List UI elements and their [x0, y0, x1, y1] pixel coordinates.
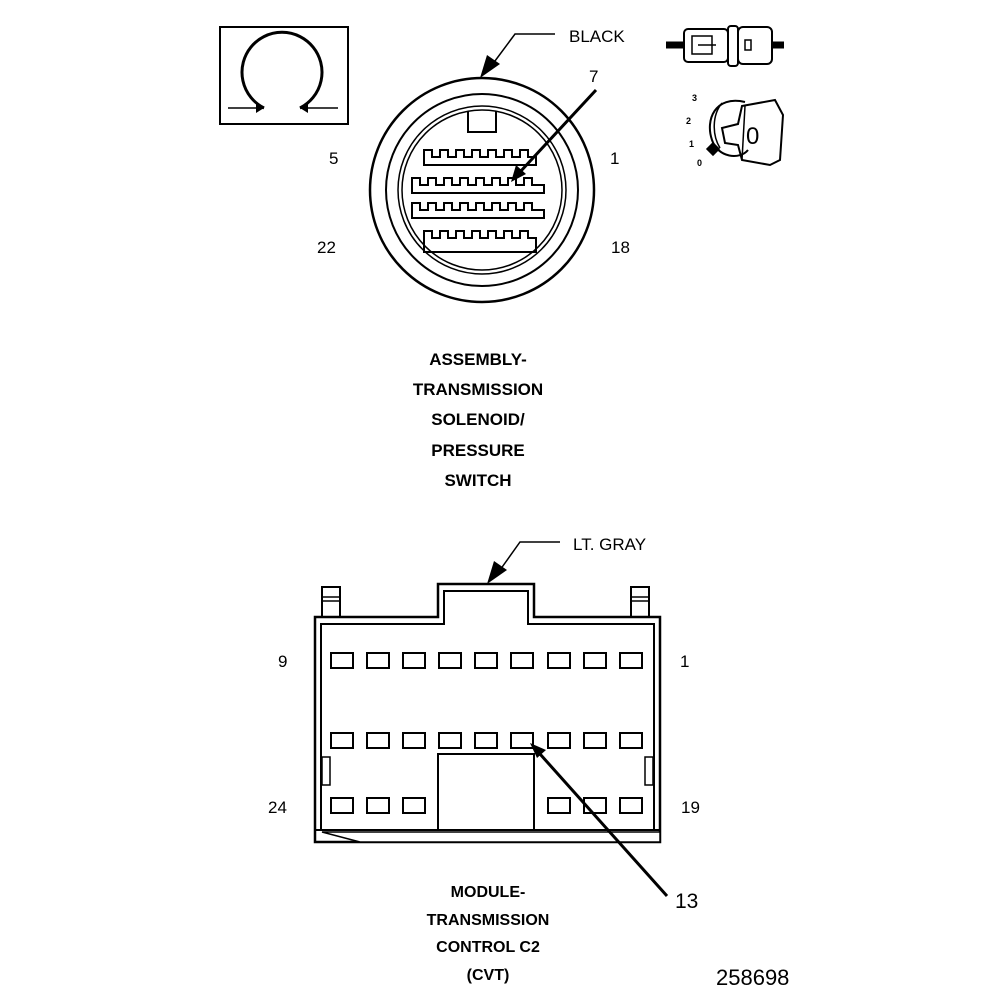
figure-number: 258698	[716, 965, 789, 990]
connector2-pin-top-left: 9	[278, 652, 287, 671]
key-switch-icon: 3 2 1 0 0	[686, 93, 785, 168]
tcm-connector	[313, 582, 662, 844]
solenoid-connector	[368, 76, 596, 304]
connector1-pin-top-right: 1	[610, 149, 619, 168]
connector2-title-line: CONTROL C2	[436, 939, 540, 956]
terminal-row-2	[411, 177, 545, 194]
connector2-pin-bottom-right: 19	[681, 798, 700, 817]
black-color-leader	[480, 33, 555, 78]
connector2-title-line: TRANSMISSION	[427, 912, 550, 929]
connector1-title-line: ASSEMBLY-	[429, 350, 527, 369]
connector2-callout: 13	[675, 890, 698, 913]
cavity-row-top	[330, 652, 643, 669]
cavity-row-bottom	[330, 797, 643, 814]
ltgray-color-leader	[487, 541, 560, 584]
terminal-row-1	[423, 149, 537, 166]
connector1-color-label: BLACK	[569, 27, 625, 46]
connector1-title: ASSEMBLY- TRANSMISSION SOLENOID/ PRESSUR…	[413, 350, 543, 490]
connector2-color-label: LT. GRAY	[573, 535, 646, 554]
connector1-title-line: TRANSMISSION	[413, 380, 543, 399]
connector2-pin-top-right: 1	[680, 652, 689, 671]
callout-7-leader	[511, 88, 598, 182]
key-position-3: 3	[692, 93, 697, 103]
terminal-row-3	[411, 202, 545, 219]
connector1-callout: 7	[589, 67, 598, 86]
connector2-pin-bottom-left: 24	[268, 798, 287, 817]
rotation-view-icon	[219, 26, 349, 125]
key-position-1: 1	[689, 139, 694, 149]
connector1-pin-bottom-right: 18	[611, 238, 630, 257]
connector2-title: MODULE- TRANSMISSION CONTROL C2 (CVT)	[427, 884, 550, 984]
connector1-title-line: SOLENOID/	[431, 410, 525, 429]
connector-mate-icon	[666, 25, 784, 67]
key-label: 0	[746, 123, 759, 150]
connector1-title-line: SWITCH	[444, 471, 511, 490]
connector1-pin-top-left: 5	[329, 149, 338, 168]
connector1-title-line: PRESSURE	[431, 441, 525, 460]
connector1-pin-bottom-left: 22	[317, 238, 336, 257]
key-position-2: 2	[686, 116, 691, 126]
connector2-title-line: (CVT)	[467, 967, 510, 984]
terminal-row-4	[423, 230, 537, 253]
key-position-0: 0	[697, 158, 702, 168]
cavity-row-middle	[330, 732, 643, 749]
connector2-title-line: MODULE-	[451, 884, 526, 901]
callout-13-leader	[530, 743, 669, 897]
